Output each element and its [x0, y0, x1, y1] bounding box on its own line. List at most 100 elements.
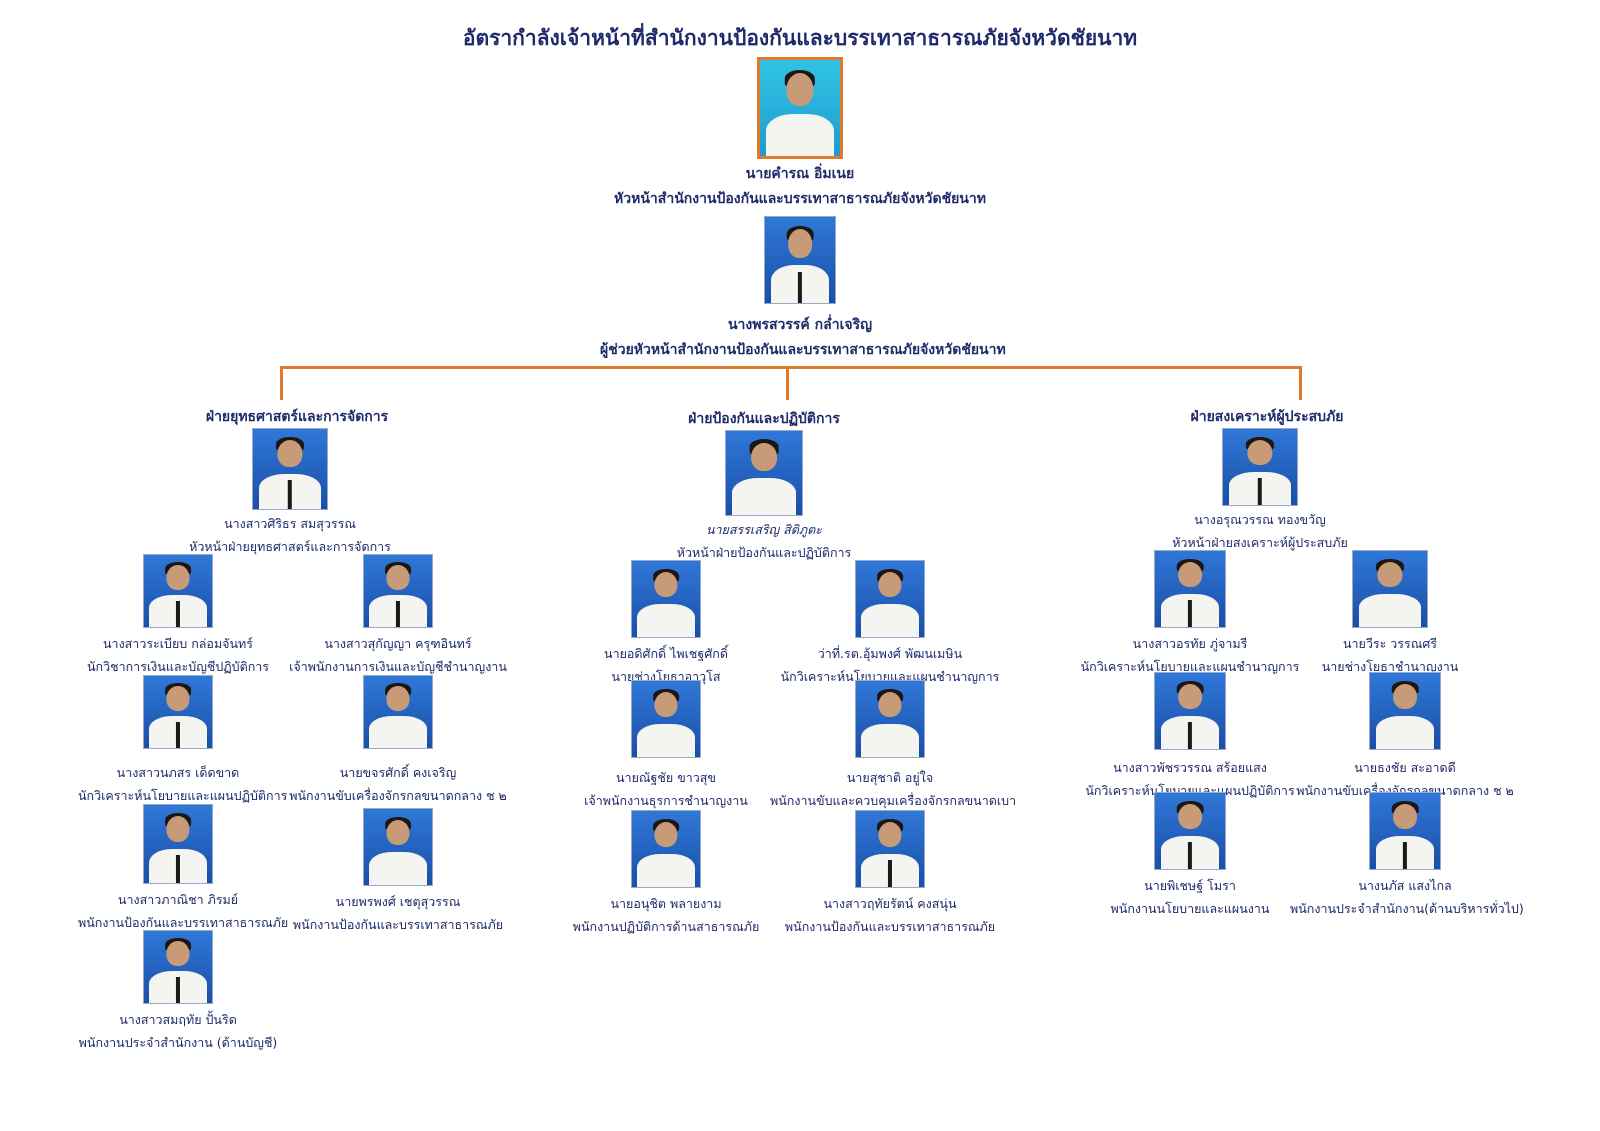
staff-position: นักวิเคราะห์นโยบายและแผนชำนาญการ	[780, 669, 1000, 684]
dept2-head-photo	[1222, 428, 1298, 506]
staff-name: นางสาวสมฤทัย ปั้นริด	[119, 1012, 237, 1027]
staff-position: พนักงานป้องกันและบรรเทาสาธารณภัย	[784, 919, 996, 934]
staff-name: นายณัฐชัย ขาวสุข	[616, 770, 716, 785]
deputy-photo	[764, 216, 836, 304]
staff-name: นางสาวนภสร เด็ดขาด	[116, 765, 240, 780]
staff-photo	[1369, 672, 1441, 750]
staff-photo	[631, 680, 701, 758]
staff-card: นางสาวภาณิชา ภิรมย์ พนักงานป้องกันและบรร…	[78, 804, 289, 933]
dept1-head-photo	[725, 430, 803, 516]
staff-photo	[631, 560, 701, 638]
staff-name: นายอดิศักดิ์ ไพเชฐศักดิ์	[604, 646, 728, 661]
chart-title: อัตรากำลังเจ้าหน้าที่สำนักงานป้องกันและบ…	[462, 26, 1138, 50]
staff-photo	[1154, 792, 1226, 870]
staff-name: นายพรพงศ์ เชตุสุวรรณ	[335, 894, 461, 909]
staff-name: นางสาวระเบียบ กล่อมจันทร์	[103, 636, 253, 651]
staff-photo	[855, 810, 925, 888]
staff-position: นายช่างโยธาชำนาญงาน	[1321, 659, 1459, 674]
connector-middle	[786, 366, 789, 400]
staff-card: นายขจรศักดิ์ คงเจริญ พนักงานขับเครื่องจั…	[288, 675, 508, 806]
staff-photo	[143, 675, 213, 749]
staff-name: นางสาวอรทัย ภู่จามรี	[1132, 636, 1248, 651]
deputy-card: นางพรสวรรค์ กล่ำเจริญ ผู้ช่วยหัวหน้าสำนั…	[600, 216, 1006, 361]
director-photo	[757, 57, 843, 159]
staff-card: นางสาวระเบียบ กล่อมจันทร์ นักวิชาการเงิน…	[78, 554, 278, 677]
staff-position: เจ้าพนักงานธุรการชำนาญงาน	[584, 793, 748, 808]
staff-card: นางสาวสุกัญญา ครุฑอินทร์ เจ้าพนักงานการเ…	[288, 554, 508, 677]
staff-name: นายอนุชิต พลายงาม	[610, 896, 722, 911]
staff-photo	[855, 680, 925, 758]
staff-card: นายพรพงศ์ เชตุสุวรรณ พนักงานป้องกันและบร…	[288, 808, 508, 935]
deputy-name: นางพรสวรรค์ กล่ำเจริญ	[727, 317, 873, 333]
staff-name: ว่าที่.รต.อุ้มพงศ์ พัฒนเมษิน	[817, 646, 963, 661]
staff-position: พนักงานขับเครื่องจักรกลขนาดกลาง ช ๒	[1296, 783, 1514, 798]
staff-position: นักวิเคราะห์นโยบายและแผนปฏิบัติการ	[78, 788, 288, 803]
staff-card: นายวีระ วรรณศรี นายช่างโยธาชำนาญงาน	[1290, 550, 1490, 677]
connector-horizontal	[280, 366, 1302, 369]
dept1-head-name: นายสรรเสริญ สิติภูตะ	[705, 522, 822, 537]
staff-photo	[1369, 792, 1441, 870]
staff-position: นักวิชาการเงินและบัญชีปฏิบัติการ	[86, 659, 270, 674]
dept2-head-position: หัวหน้าฝ่ายสงเคราะห์ผู้ประสบภัย	[1172, 535, 1348, 550]
staff-photo	[855, 560, 925, 638]
dept2-head-card: นางอรุณวรรณ ทองขวัญ หัวหน้าฝ่ายสงเคราะห์…	[1110, 428, 1410, 553]
staff-name: นางสาวภาณิชา ภิรมย์	[117, 892, 239, 907]
staff-photo	[143, 804, 213, 884]
staff-photo	[1154, 672, 1226, 750]
staff-card: นายพิเชษฐ์ โมรา พนักงานนโยบายและแผนงาน	[1070, 792, 1310, 919]
staff-position: พนักงานปฏิบัติการด้านสาธารณภัย	[572, 919, 760, 934]
dept0-head-card: นางสาวศิริธร สมสุวรรณ หัวหน้าฝ่ายยุทธศาส…	[140, 428, 440, 557]
staff-card: ว่าที่.รต.อุ้มพงศ์ พัฒนเมษิน นักวิเคราะห…	[770, 560, 1010, 687]
staff-name: นางสาวพัชรวรรณ สร้อยแสง	[1113, 760, 1267, 775]
staff-name: นางนภัส แสงไกล	[1358, 878, 1452, 893]
dept-title-strategy: ฝ่ายยุทธศาสตร์และการจัดการ	[205, 409, 389, 425]
staff-position: พนักงานขับและควบคุมเครื่องจักรกลขนาดเบา	[770, 793, 1017, 808]
staff-card: นางนภัส แสงไกล พนักงานประจำสำนักงาน(ด้าน…	[1290, 792, 1524, 919]
staff-card: นายณัฐชัย ขาวสุข เจ้าพนักงานธุรการชำนาญง…	[566, 680, 766, 811]
staff-card: นายสุชาติ อยู่ใจ พนักงานขับและควบคุมเครื…	[770, 680, 1017, 811]
dept1-head-position: หัวหน้าฝ่ายป้องกันและปฏิบัติการ	[676, 545, 852, 560]
connector-left	[280, 366, 283, 400]
staff-card: นายธงชัย สะอาดดี พนักงานขับเครื่องจักรกล…	[1290, 672, 1520, 801]
staff-position: พนักงานป้องกันและบรรเทาสาธารณภัย	[292, 917, 504, 932]
director-card: นายคำรณ อิ่มเนย หัวหน้าสำนักงานป้องกันแล…	[600, 57, 1000, 210]
staff-position: นักวิเคราะห์นโยบายและแผนชำนาญการ	[1080, 659, 1300, 674]
staff-name: นายขจรศักดิ์ คงเจริญ	[339, 765, 457, 780]
staff-photo	[363, 554, 433, 628]
staff-position: นักวิเคราะห์นโยบายและแผนปฏิบัติการ	[1085, 783, 1295, 798]
staff-position: พนักงานป้องกันและบรรเทาสาธารณภัย	[78, 915, 289, 930]
dept-title-prevention: ฝ่ายป้องกันและปฏิบัติการ	[688, 411, 840, 427]
staff-card: นางสาวสมฤทัย ปั้นริด พนักงานประจำสำนักงา…	[78, 930, 278, 1053]
staff-name: นางสาวสุกัญญา ครุฑอินทร์	[324, 636, 472, 651]
staff-position: พนักงานประจำสำนักงาน(ด้านบริหารทั่วไป)	[1290, 901, 1524, 916]
connector-right	[1299, 366, 1302, 400]
staff-card: นายอนุชิต พลายงาม พนักงานปฏิบัติการด้านส…	[566, 810, 766, 937]
staff-name: นายสุชาติ อยู่ใจ	[846, 770, 934, 785]
staff-card: นางสาวนภสร เด็ดขาด นักวิเคราะห์นโยบายและ…	[78, 675, 288, 806]
staff-photo	[1352, 550, 1428, 628]
staff-position: พนักงานขับเครื่องจักรกลขนาดกลาง ช ๒	[289, 788, 507, 803]
dept-title-relief: ฝ่ายสงเคราะห์ผู้ประสบภัย	[1190, 409, 1344, 425]
dept1-head-card: นายสรรเสริญ สิติภูตะ หัวหน้าฝ่ายป้องกันแ…	[614, 430, 914, 563]
staff-card: นายอดิศักดิ์ ไพเชฐศักดิ์ นายช่างโยธาอาวุ…	[566, 560, 766, 687]
staff-photo	[363, 808, 433, 886]
staff-position: พนักงานประจำสำนักงาน (ด้านบัญชี)	[78, 1035, 278, 1050]
staff-name: นายวีระ วรรณศรี	[1342, 636, 1437, 651]
staff-photo	[363, 675, 433, 749]
staff-position: เจ้าพนักงานการเงินและบัญชีชำนาญงาน	[289, 659, 507, 674]
dept2-head-name: นางอรุณวรรณ ทองขวัญ	[1194, 512, 1326, 527]
director-position: หัวหน้าสำนักงานป้องกันและบรรเทาสาธารณภัย…	[614, 191, 986, 207]
staff-name: นายพิเชษฐ์ โมรา	[1144, 878, 1236, 893]
staff-card: นางสาวพัชรวรรณ สร้อยแสง นักวิเคราะห์นโยบ…	[1070, 672, 1310, 801]
staff-card: นางสาวอรทัย ภู่จามรี นักวิเคราะห์นโยบายแ…	[1070, 550, 1310, 677]
dept0-head-position: หัวหน้าฝ่ายยุทธศาสตร์และการจัดการ	[189, 539, 391, 554]
staff-card: นางสาวฤทัยรัตน์ คงสนุ่น พนักงานป้องกันแล…	[770, 810, 1010, 937]
staff-photo	[1154, 550, 1226, 628]
staff-name: นายธงชัย สะอาดดี	[1354, 760, 1456, 775]
staff-position: พนักงานนโยบายและแผนงาน	[1110, 901, 1270, 916]
staff-photo	[143, 554, 213, 628]
dept0-head-name: นางสาวศิริธร สมสุวรรณ	[224, 516, 356, 531]
staff-photo	[143, 930, 213, 1004]
staff-name: นางสาวฤทัยรัตน์ คงสนุ่น	[823, 896, 957, 911]
director-name: นายคำรณ อิ่มเนย	[745, 166, 855, 182]
